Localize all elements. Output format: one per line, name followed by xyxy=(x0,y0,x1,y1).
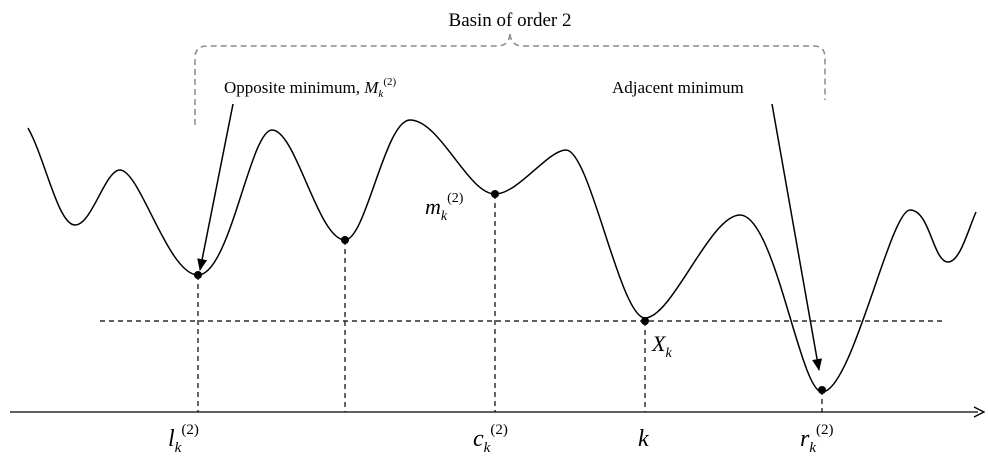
axis-label-c: ck(2) xyxy=(473,422,508,456)
basin-title: Basin of order 2 xyxy=(449,10,572,31)
axis-label-r: rk(2) xyxy=(800,422,834,456)
min-point-2 xyxy=(341,236,349,244)
axis-label-l: lk(2) xyxy=(168,422,199,456)
opposite-minimum-label: Opposite minimum, Mk(2) xyxy=(224,76,396,100)
adjacent-arrow xyxy=(771,103,823,371)
min-point-l xyxy=(194,271,202,279)
x-label: Xk xyxy=(651,331,672,361)
opposite-arrow xyxy=(197,103,234,271)
point-x xyxy=(641,317,649,325)
adjacent-minimum-label: Adjacent minimum xyxy=(612,78,744,97)
landscape-curve xyxy=(27,119,977,393)
min-point-m xyxy=(491,190,499,198)
axis-label-k: k xyxy=(638,426,649,452)
min-point-r xyxy=(818,386,826,394)
x-axis-arrow xyxy=(973,406,986,418)
m-label: mk(2) xyxy=(425,191,464,224)
